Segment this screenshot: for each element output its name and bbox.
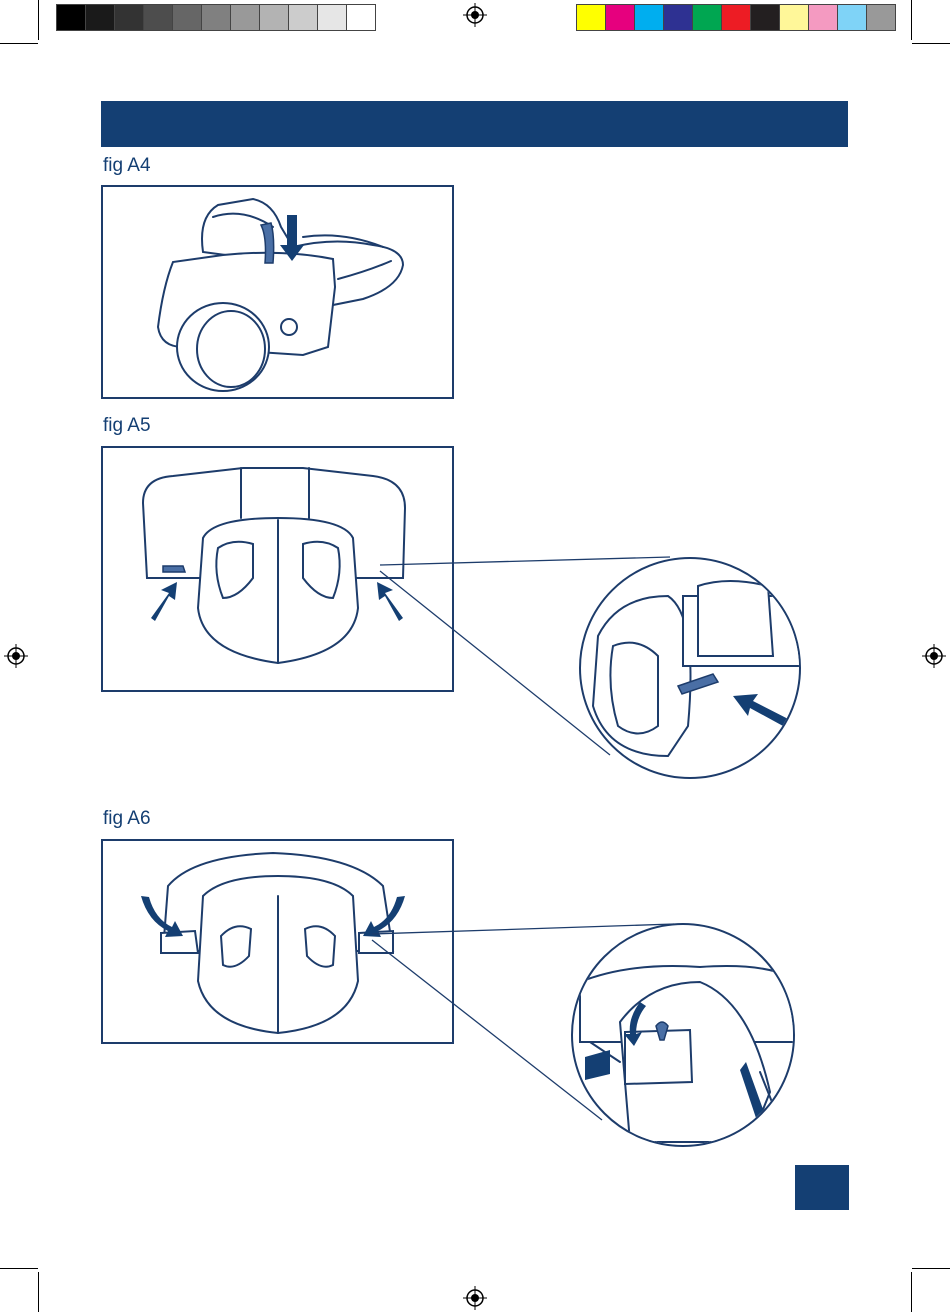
process-color-bar [576,0,896,32]
color-swatch [143,4,173,31]
color-swatch [837,4,867,31]
clip-detail-zoom-icon [570,922,796,1148]
color-swatch [721,4,751,31]
color-swatch [114,4,144,31]
color-swatch [346,4,376,31]
color-swatch [288,4,318,31]
color-swatch [259,4,289,31]
grayscale-color-bar [56,0,376,32]
color-swatch [85,4,115,31]
fig-a4-illustration [101,185,454,399]
color-swatch [56,4,86,31]
fig-a5-label: fig A5 [103,415,151,437]
registration-mark-icon [4,644,28,668]
color-swatch [692,4,722,31]
stroller-seat-strap-illustration-icon [103,187,452,397]
color-swatch [230,4,260,31]
registration-mark-icon [463,3,487,27]
color-swatch [866,4,896,31]
color-swatch [808,4,838,31]
fig-a6-label: fig A6 [103,808,151,830]
color-swatch [576,4,606,31]
color-swatch [605,4,635,31]
registration-mark-icon [922,644,946,668]
color-swatch [779,4,809,31]
buckle-detail-zoom-icon [578,556,802,780]
color-swatch [663,4,693,31]
page-number-tab [795,1165,849,1210]
color-swatch [317,4,347,31]
registration-mark-icon [463,1286,487,1310]
fig-a4-label: fig A4 [103,155,151,177]
section-header-bar [101,101,848,147]
color-swatch [201,4,231,31]
color-swatch [634,4,664,31]
color-swatch [172,4,202,31]
color-swatch [750,4,780,31]
